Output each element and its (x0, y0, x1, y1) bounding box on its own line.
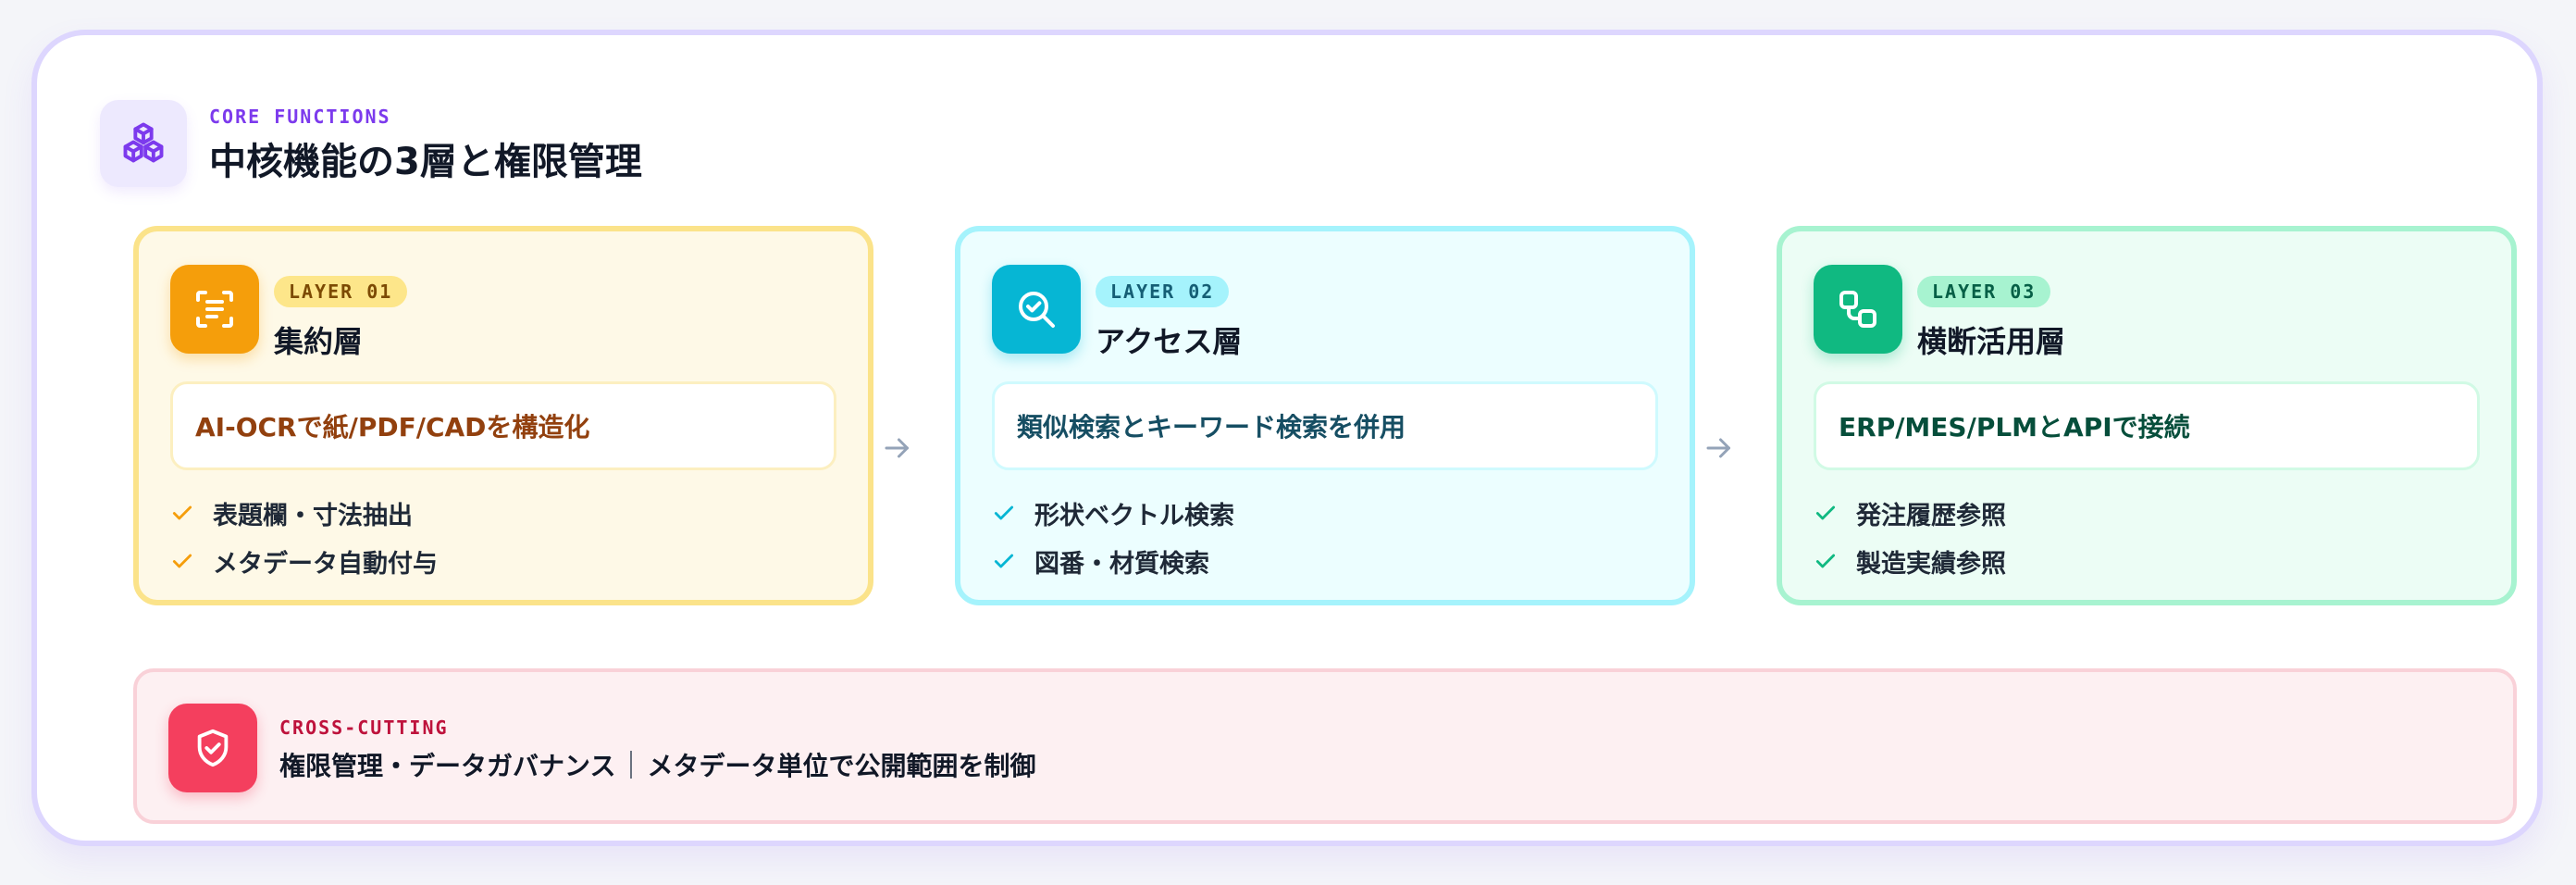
section-kicker: CORE FUNCTIONS (209, 106, 391, 128)
check-icon (992, 549, 1016, 573)
governance-label: 権限管理・データガバナンス (279, 751, 616, 781)
layer-badge: LAYER 02 (1096, 276, 1230, 307)
layer-card-01: LAYER 01 集約層 AI-OCRで紙/PDF/CADを構造化 表題欄・寸法… (133, 226, 873, 605)
layer-badge: LAYER 03 (1917, 276, 2051, 307)
layer-bullet-list: 発注履歴参照 製造実績参照 (1814, 489, 2006, 585)
layer-title: アクセス層 (1096, 324, 1243, 359)
connect-nodes-icon (1814, 265, 1902, 354)
layer-title: 集約層 (274, 324, 364, 359)
list-item: メタデータ自動付与 (170, 537, 438, 585)
search-check-icon (992, 265, 1081, 354)
bullet-label: 図番・材質検索 (1034, 549, 1209, 579)
list-item: 表題欄・寸法抽出 (170, 489, 438, 537)
list-item: 製造実績参照 (1814, 537, 2006, 585)
bullet-label: 表題欄・寸法抽出 (213, 501, 413, 530)
bullet-label: 発注履歴参照 (1856, 501, 2006, 530)
bullet-label: メタデータ自動付与 (213, 549, 438, 579)
layer-bullet-list: 形状ベクトル検索 図番・材質検索 (992, 489, 1234, 585)
check-icon (1814, 501, 1838, 525)
check-icon (992, 501, 1016, 525)
arrow-right-icon (1706, 438, 1730, 458)
bullet-label: 形状ベクトル検索 (1034, 501, 1234, 530)
layer-summary: AI-OCRで紙/PDF/CADを構造化 (170, 381, 836, 470)
layer-summary: 類似検索とキーワード検索を併用 (992, 381, 1658, 470)
shield-check-icon (168, 704, 257, 792)
cross-cutting-text: 権限管理・データガバナンス メタデータ単位で公開範囲を制御 (279, 746, 1035, 783)
list-item: 図番・材質検索 (992, 537, 1234, 585)
governance-detail: メタデータ単位で公開範囲を制御 (647, 751, 1036, 781)
cross-cutting-kicker: CROSS-CUTTING (279, 717, 449, 739)
list-item: 形状ベクトル検索 (992, 489, 1234, 537)
layer-title: 横断活用層 (1917, 324, 2066, 359)
layer-bullet-list: 表題欄・寸法抽出 メタデータ自動付与 (170, 489, 438, 585)
core-functions-panel: CORE FUNCTIONS 中核機能の3層と権限管理 LAYER 01 集約層… (31, 30, 2543, 846)
document-scan-icon (170, 265, 259, 354)
divider (630, 751, 633, 779)
check-icon (1814, 549, 1838, 573)
layer-badge: LAYER 01 (274, 276, 408, 307)
check-icon (170, 501, 194, 525)
cubes-icon (100, 100, 187, 187)
check-icon (170, 549, 194, 573)
cross-cutting-band: CROSS-CUTTING 権限管理・データガバナンス メタデータ単位で公開範囲… (133, 668, 2517, 824)
layer-card-03: LAYER 03 横断活用層 ERP/MES/PLMとAPIで接続 発注履歴参照… (1777, 226, 2517, 605)
arrow-right-icon (885, 438, 909, 458)
layer-card-02: LAYER 02 アクセス層 類似検索とキーワード検索を併用 形状ベクトル検索 … (955, 226, 1695, 605)
layer-summary: ERP/MES/PLMとAPIで接続 (1814, 381, 2480, 470)
page-title: 中核機能の3層と権限管理 (209, 141, 642, 183)
bullet-label: 製造実績参照 (1856, 549, 2006, 579)
list-item: 発注履歴参照 (1814, 489, 2006, 537)
